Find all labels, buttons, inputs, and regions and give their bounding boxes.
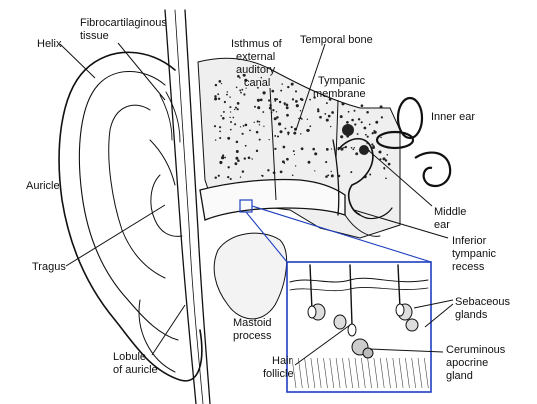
- label-isthmus-line4: canal: [244, 77, 270, 89]
- label-tympanic-membrane-line2: membrane: [313, 88, 366, 100]
- label-inner-ear: Inner ear: [431, 111, 475, 123]
- label-lobule-line2: of auricle: [113, 364, 158, 376]
- external-auditory-canal: [199, 178, 346, 221]
- label-ceruminous-gland-line3: gland: [446, 370, 473, 382]
- labels: Helix Fibrocartilaginous tissue Isthmus …: [26, 17, 511, 382]
- ear-illustration: [58, 9, 452, 404]
- middle-ear-ossicles: [337, 137, 374, 216]
- label-mastoid-process-line2: process: [233, 330, 272, 342]
- label-ceruminous-gland-line2: apocrine: [446, 357, 488, 369]
- bone-stipple: [213, 73, 391, 181]
- label-tragus: Tragus: [32, 261, 66, 273]
- label-sebaceous-glands-line1: Sebaceous: [455, 296, 511, 308]
- label-inferior-tympanic-recess-line1: Inferior: [452, 235, 487, 247]
- histology-inset: [239, 199, 432, 393]
- label-mastoid-process-line1: Mastoid: [233, 317, 272, 329]
- label-isthmus-line3: auditory: [236, 64, 276, 76]
- label-hair-follicle-line1: Hair: [272, 355, 293, 367]
- label-sebaceous-glands-line2: glands: [455, 309, 488, 321]
- leader-lines: [59, 42, 454, 366]
- auricle-outline: [58, 51, 203, 382]
- label-middle-ear-line2: ear: [434, 219, 450, 231]
- label-fibrocartilaginous-tissue-line2: tissue: [80, 30, 109, 42]
- label-isthmus-line2: external: [236, 51, 275, 63]
- label-auricle: Auricle: [26, 180, 60, 192]
- label-tympanic-membrane-line1: Tympanic: [318, 75, 366, 87]
- mastoid-process: [213, 232, 287, 320]
- label-helix: Helix: [37, 38, 62, 50]
- label-middle-ear-line1: Middle: [434, 206, 466, 218]
- label-temporal-bone: Temporal bone: [300, 34, 373, 46]
- label-hair-follicle-line2: follicle: [263, 368, 294, 380]
- label-inferior-tympanic-recess-line2: tympanic: [452, 248, 497, 260]
- label-ceruminous-gland-line1: Ceruminous: [446, 344, 506, 356]
- label-lobule-line1: Lobule: [113, 351, 146, 363]
- inner-ear: [375, 96, 452, 188]
- label-inferior-tympanic-recess-line3: recess: [452, 261, 485, 273]
- label-fibrocartilaginous-tissue-line1: Fibrocartilaginous: [80, 17, 167, 29]
- label-isthmus-line1: Isthmus of: [231, 38, 283, 50]
